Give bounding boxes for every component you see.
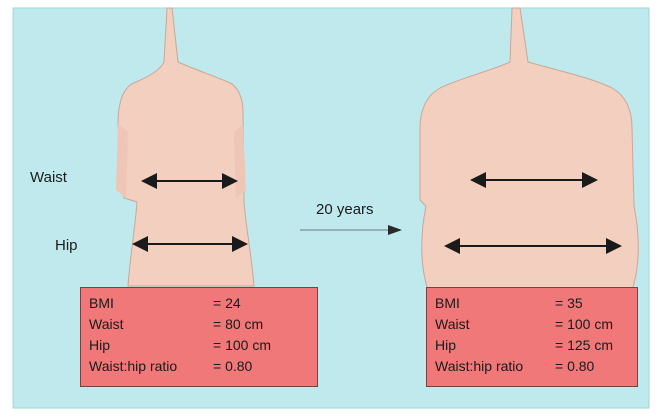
stats-row: Hip = 100 cm	[89, 334, 309, 355]
years-label: 20 years	[316, 202, 374, 217]
stats-box-before: BMI = 24 Waist = 80 cm Hip = 100 cm Wais…	[80, 287, 318, 387]
stat-label: BMI	[89, 295, 213, 311]
arm-left-before	[116, 124, 128, 198]
stats-row: Waist = 100 cm	[435, 313, 629, 334]
stat-label: BMI	[435, 295, 555, 311]
stat-value: = 125 cm	[555, 337, 613, 353]
stat-value: = 100 cm	[213, 337, 271, 353]
stats-row: BMI = 35	[435, 292, 629, 313]
hip-label: Hip	[55, 238, 78, 253]
stat-label: Waist:hip ratio	[89, 358, 213, 374]
stat-label: Waist	[89, 316, 213, 332]
stat-label: Hip	[435, 337, 555, 353]
stat-value: = 0.80	[555, 358, 594, 374]
stat-label: Waist	[435, 316, 555, 332]
stat-label: Waist:hip ratio	[435, 358, 555, 374]
stats-row: Hip = 125 cm	[435, 334, 629, 355]
waist-label: Waist	[30, 170, 67, 185]
stat-value: = 35	[555, 295, 583, 311]
stats-row: BMI = 24	[89, 292, 309, 313]
stat-value: = 24	[213, 295, 241, 311]
stat-value: = 0.80	[213, 358, 252, 374]
stats-box-after: BMI = 35 Waist = 100 cm Hip = 125 cm Wai…	[426, 287, 638, 387]
stats-row: Waist:hip ratio = 0.80	[89, 355, 309, 376]
stat-value: = 80 cm	[213, 316, 263, 332]
stats-row: Waist:hip ratio = 0.80	[435, 355, 629, 376]
stats-row: Waist = 80 cm	[89, 313, 309, 334]
stat-value: = 100 cm	[555, 316, 613, 332]
stat-label: Hip	[89, 337, 213, 353]
